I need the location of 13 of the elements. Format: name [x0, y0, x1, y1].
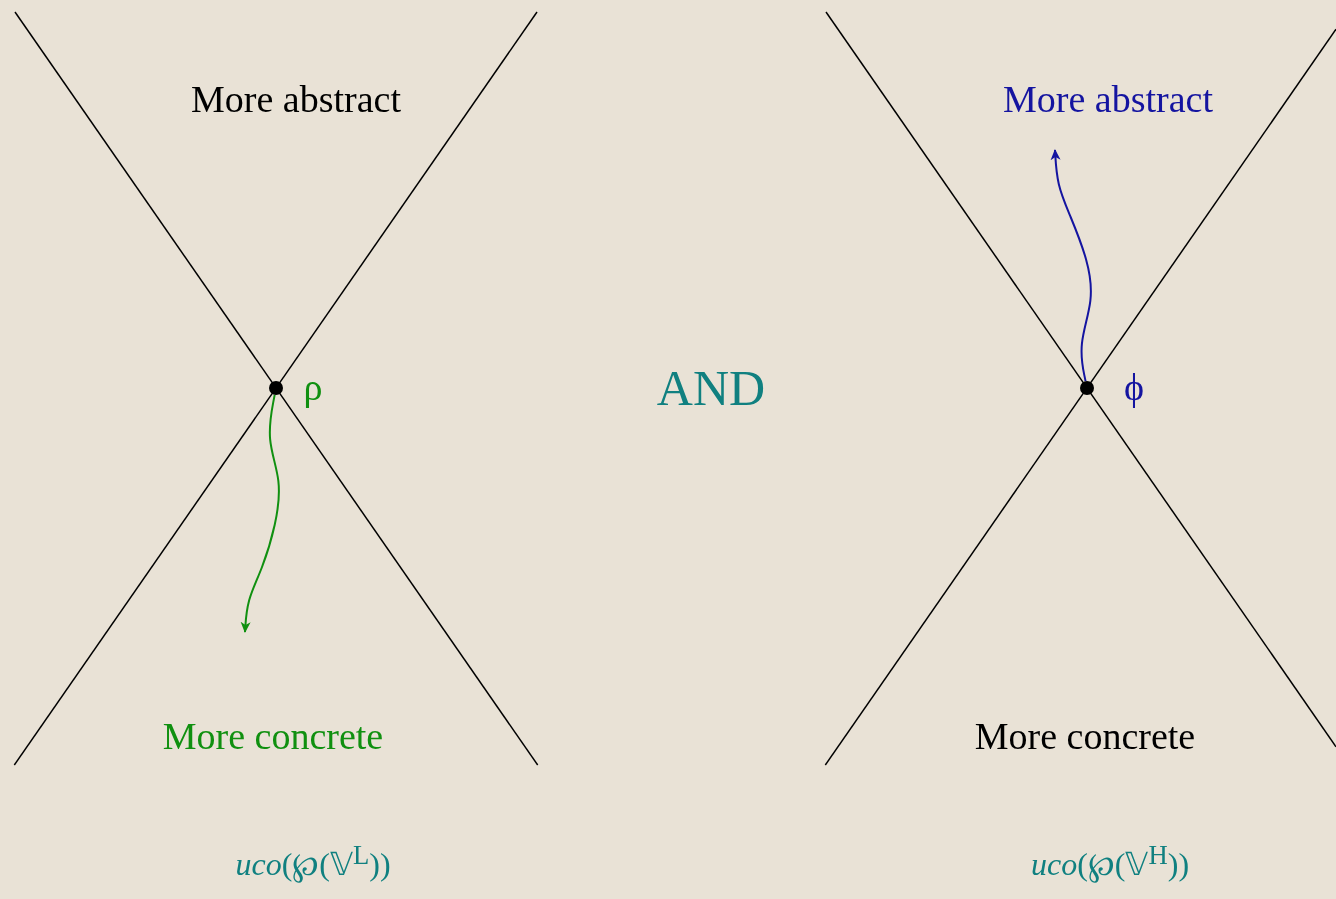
formula: uco(℘(𝕍$^{L}$)) [235, 838, 391, 885]
conjunction-text: AND [656, 359, 766, 418]
lattice-point [1080, 381, 1094, 395]
point-label: ϕ [1124, 365, 1144, 411]
level-label: More concrete [162, 714, 384, 760]
wavy-arrow [240, 393, 280, 633]
formula: uco(℘(𝕍$^{H}$)) [1030, 838, 1190, 885]
level-label: More abstract [191, 77, 401, 123]
level-label: More concrete [974, 714, 1196, 760]
point-label: ρ [303, 365, 323, 411]
lattice-point [269, 381, 283, 395]
wavy-arrow [1050, 149, 1092, 383]
level-label: More abstract [1003, 77, 1213, 123]
